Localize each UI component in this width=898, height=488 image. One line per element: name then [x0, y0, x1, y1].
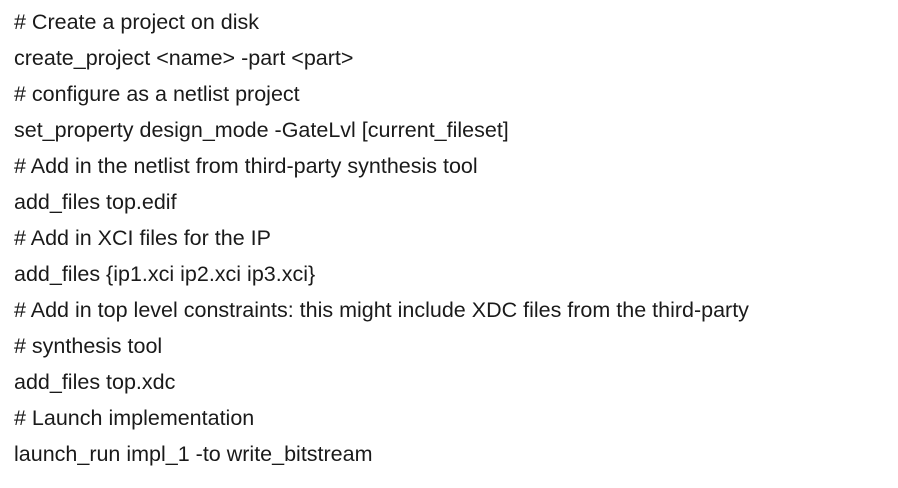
- comment-add-constraints: # Add in top level constraints: this mig…: [14, 298, 749, 322]
- comment-configure-netlist: # configure as a netlist project: [14, 82, 300, 106]
- comment-launch-implementation: # Launch implementation: [14, 406, 255, 430]
- command-create-project: create_project <name> -part <part>: [14, 46, 354, 70]
- comment-synthesis-tool: # synthesis tool: [14, 334, 163, 358]
- command-add-xdc: add_files top.xdc: [14, 370, 176, 394]
- command-launch-run: launch_run impl_1 -to write_bitstream: [14, 442, 373, 466]
- comment-add-xci: # Add in XCI files for the IP: [14, 226, 271, 250]
- command-add-xci: add_files {ip1.xci ip2.xci ip3.xci}: [14, 262, 316, 286]
- command-add-edif: add_files top.edif: [14, 190, 177, 214]
- comment-create-project: # Create a project on disk: [14, 10, 259, 34]
- command-set-property: set_property design_mode -GateLvl [curre…: [14, 118, 509, 142]
- tcl-script-listing: # Create a project on disk create_projec…: [14, 4, 884, 472]
- comment-add-netlist: # Add in the netlist from third-party sy…: [14, 154, 478, 178]
